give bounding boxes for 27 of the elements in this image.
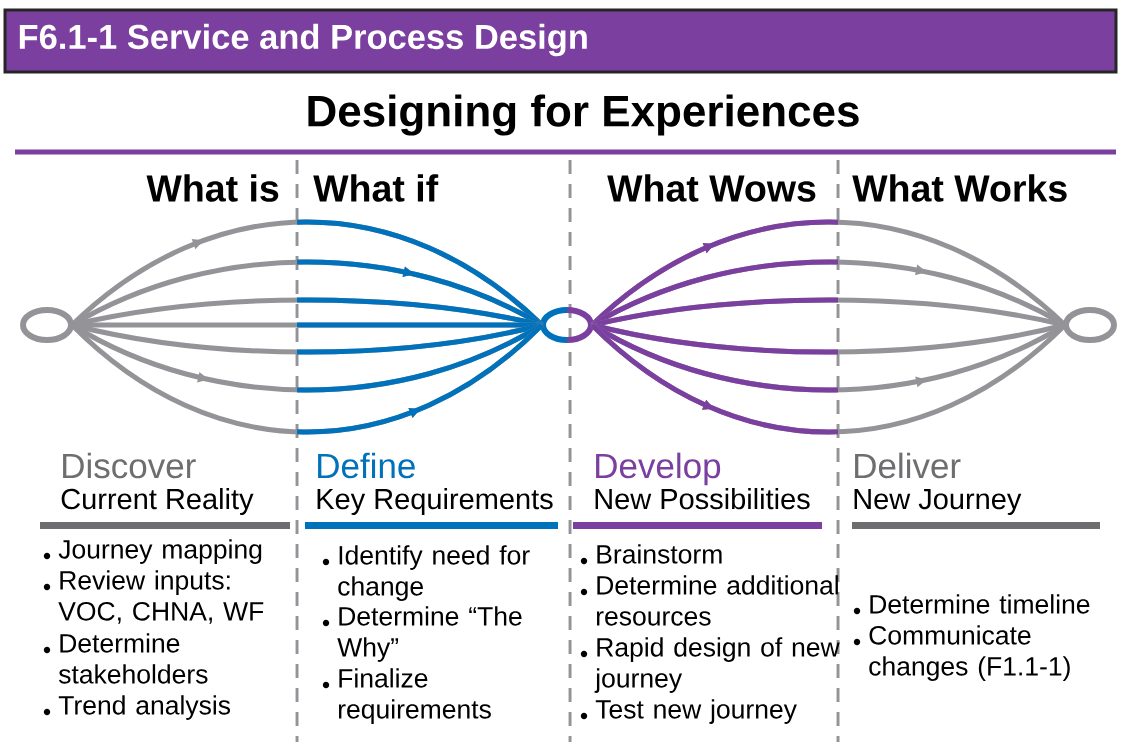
bullet-item: Review inputs: VOC, CHNA, WF: [43, 570, 264, 624]
column-heading: What is: [146, 174, 279, 202]
phase-subtitle: New Journey: [854, 489, 1022, 515]
bullet-item: Determine timeline: [853, 594, 1090, 615]
phase-subtitle: New Possibilities: [595, 488, 810, 510]
column-heading: What Wows: [607, 174, 816, 202]
bullet-item: Journey mapping: [43, 539, 262, 564]
heading: Designing for Experiences: [308, 94, 859, 136]
phase-name: Deliver: [855, 452, 961, 479]
bullet-item: Finalize requirements: [322, 668, 491, 724]
title-bar: F6.1-1 Service and Process Design: [3, 8, 1118, 74]
bullet-item: Trend analysis: [43, 695, 231, 720]
bullet-item: Rapid design of new journey: [580, 637, 840, 693]
bullet-item: Determine stakeholders: [43, 633, 208, 684]
column-heading: What if: [313, 174, 439, 202]
phase-name: Develop: [596, 452, 721, 486]
phase-name: Discover: [63, 452, 196, 479]
bullet-item: Determine additional resources: [580, 575, 838, 626]
bullet-item: Brainstorm: [580, 544, 722, 565]
bullet-item: Communicate changes (F1.1-1): [853, 625, 1070, 681]
column-heading: What Works: [852, 174, 1067, 202]
phase-subtitle: Current Reality: [61, 488, 254, 515]
bullet-item: Test new journey: [580, 699, 797, 724]
phase-name: Define: [318, 452, 415, 479]
bullet-item: Identify need for change: [322, 545, 530, 601]
phase-subtitle: Key Requirements: [317, 488, 553, 515]
bullet-item: Determine “The Why”: [322, 606, 522, 662]
